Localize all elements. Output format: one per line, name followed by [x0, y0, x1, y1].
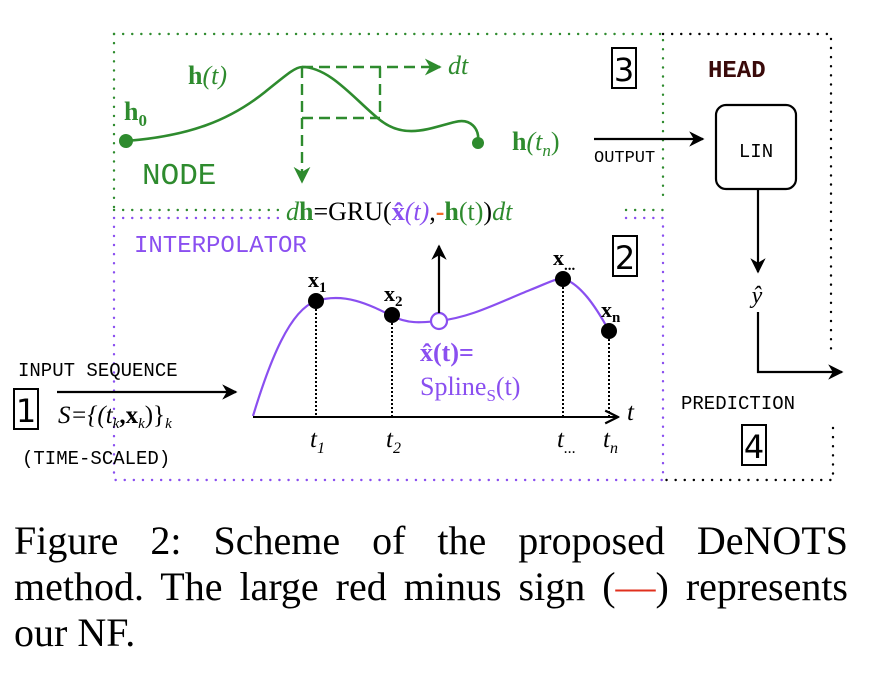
step-4-number: 4: [744, 428, 764, 466]
observation-points: x1 t1 x2 t2 x... t... xn tn: [308, 245, 621, 457]
step-4-box: [741, 424, 767, 466]
node-trajectory: [119, 58, 484, 184]
h0-point: [119, 134, 133, 148]
nf-minus-sign: -: [436, 197, 445, 226]
head-block-border: [661, 32, 835, 482]
input-formula: S={(tk,xk)}k: [58, 402, 172, 432]
caption-text-suffix: ) represents our NF.: [14, 564, 848, 655]
dt-label: dt: [448, 51, 469, 80]
observation-label: x...: [553, 245, 576, 274]
prediction-arrow: [756, 312, 844, 380]
spline-eq-line1: x̂(t)=: [420, 338, 474, 367]
observation-point: [308, 293, 324, 309]
interpolator-title: INTERPOLATOR: [134, 233, 307, 260]
h0-label: h0: [124, 97, 147, 130]
observation-label: x2: [384, 281, 403, 310]
htn-label: h(tn): [512, 127, 560, 160]
head-title: HEAD: [708, 58, 766, 85]
hidden-state-curve: [125, 65, 480, 144]
step-2-box: [612, 235, 638, 277]
step-3-box: [611, 47, 637, 89]
caption-text-prefix: Figure 2: Scheme of the proposed DeNOTS …: [14, 518, 848, 609]
interpolated-point: [429, 311, 449, 331]
node-title: NODE: [142, 159, 216, 194]
step-3-number: 3: [614, 51, 634, 89]
output-label: OUTPUT: [594, 149, 655, 168]
observation-point: [601, 323, 617, 339]
yhat-label: ŷ: [750, 283, 763, 309]
step-1-box: [13, 388, 39, 430]
input-sequence-title: INPUT SEQUENCE: [18, 360, 178, 382]
prediction-label: PREDICTION: [681, 393, 795, 415]
ht-label: h(t): [188, 61, 227, 90]
spline-eq-line2: SplineS(t): [420, 372, 520, 405]
observation-label: xn: [601, 297, 621, 326]
step-1-number: 1: [16, 392, 36, 430]
observation-point: [384, 307, 400, 323]
time-scaled-label: (TIME-SCALED): [22, 448, 170, 470]
lin-block-label: LIN: [739, 141, 773, 163]
ode-equation: dh=GRU(x̂(t),-h(t))dt: [286, 197, 513, 226]
observation-label: x1: [308, 267, 327, 296]
node-block-border: [112, 32, 665, 212]
time-tick-label: t1: [310, 426, 325, 457]
step-2-number: 2: [615, 239, 635, 277]
time-axis-label: t: [627, 399, 635, 426]
denots-scheme-diagram: h0 h(t) dt h(tn) NODE 3 dh=GRU(x̂(t),-h(…: [13, 32, 844, 482]
time-tick-label: tn: [603, 426, 618, 457]
observation-point: [555, 271, 571, 287]
htn-point: [472, 137, 484, 149]
time-tick-label: t2: [386, 426, 401, 457]
time-tick-label: t...: [557, 426, 576, 457]
lin-block: [714, 103, 798, 191]
caption-red-minus: —: [615, 564, 656, 609]
figure-caption: Figure 2: Scheme of the proposed DeNOTS …: [14, 518, 848, 656]
interpolator-block-border: [112, 216, 665, 482]
